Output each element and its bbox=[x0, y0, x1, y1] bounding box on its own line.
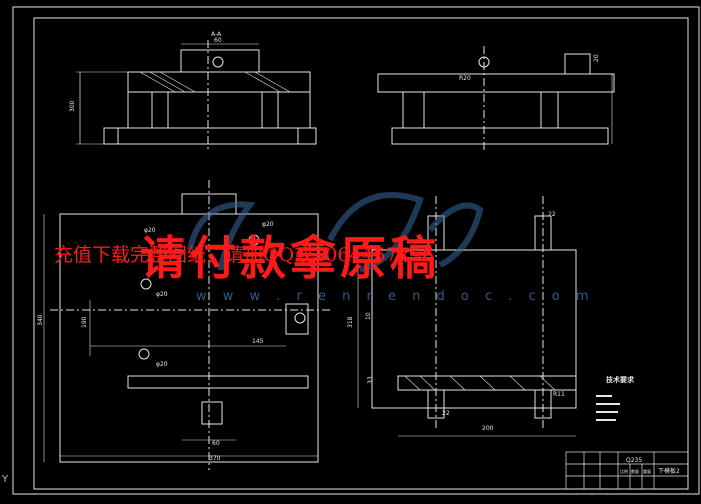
title-block bbox=[565, 451, 689, 490]
watermark-main-text: 请付款拿原稿 bbox=[140, 231, 440, 285]
dim-side-200: 200 bbox=[482, 425, 494, 432]
dim-top-60: 60 bbox=[214, 37, 222, 44]
dim-top-r20: R20 bbox=[459, 75, 471, 82]
title-material: Q235 bbox=[626, 457, 642, 464]
dim-plan-phi20-d: φ20 bbox=[156, 361, 168, 368]
watermark-contact-text: 充值下载完整图纸，请加QQ或1064457796 bbox=[54, 244, 435, 266]
side-section-view bbox=[357, 196, 577, 437]
dim-plan-340: 340 bbox=[37, 314, 44, 326]
title-cell-scale: 比例 bbox=[620, 468, 628, 474]
section-label: A-A bbox=[211, 31, 222, 38]
dim-side-10: 10 bbox=[365, 312, 372, 320]
dim-plan-phi20-c: φ20 bbox=[156, 291, 168, 298]
section-view-aa bbox=[76, 40, 317, 152]
tech-req-title: 技术要求 bbox=[606, 375, 635, 384]
watermark-logo bbox=[187, 192, 484, 273]
inner-frame bbox=[33, 17, 689, 490]
dim-side-r11: R11 bbox=[553, 391, 565, 398]
plan-view bbox=[43, 180, 330, 470]
tech-req-lines bbox=[596, 395, 620, 421]
dim-side-22b: 22 bbox=[442, 410, 450, 417]
title-part-name: 下模板2 bbox=[658, 467, 680, 475]
dim-plan-60: 60 bbox=[212, 440, 220, 447]
watermark-site-url: w w w . r e n r e n d o c . c o m bbox=[196, 289, 595, 304]
dim-side-318: 318 bbox=[347, 316, 354, 328]
ucs-y-axis-label: Y bbox=[2, 474, 9, 485]
dim-left-300: 300 bbox=[69, 100, 76, 112]
title-cell-weight: 重量 bbox=[643, 468, 651, 474]
dim-plan-phi20-a: φ20 bbox=[144, 227, 156, 234]
dim-side-22a: 22 bbox=[548, 211, 556, 218]
dim-plan-370: 370 bbox=[209, 455, 221, 462]
dim-plan-phi20-b: φ20 bbox=[262, 221, 274, 228]
dim-plan-145: 145 bbox=[252, 338, 264, 345]
title-cell-qty: 数量 bbox=[631, 468, 639, 474]
outer-frame bbox=[12, 6, 700, 495]
dim-top-20: 20 bbox=[593, 54, 600, 62]
side-elevation-view bbox=[377, 46, 615, 152]
dim-plan-190: 190 bbox=[81, 316, 88, 328]
dim-side-33: 33 bbox=[367, 376, 374, 384]
